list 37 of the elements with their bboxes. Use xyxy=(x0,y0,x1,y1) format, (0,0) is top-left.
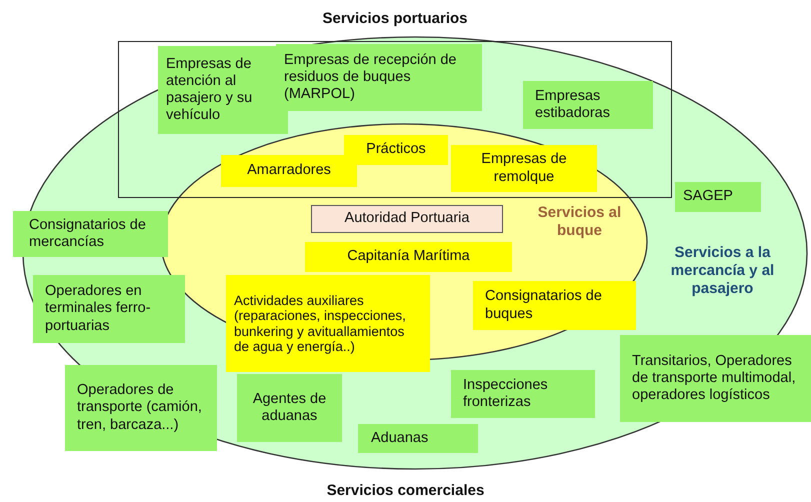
box-text: SAGEP xyxy=(683,188,734,206)
box-text: Inspecciones fronterizas xyxy=(463,376,549,412)
ellipse-label: Servicios al buque xyxy=(536,204,622,240)
box-text: Empresas de atención al pasajero y su vehículo xyxy=(166,56,254,124)
box-text: Capitanía Marítima xyxy=(346,248,471,266)
frame-heading: Servicios portuarios xyxy=(321,10,469,27)
box-text: Consignatarios de buques xyxy=(485,288,603,323)
service-box xyxy=(226,275,430,372)
service-box xyxy=(221,155,357,187)
box-text: Empresas estibadoras xyxy=(535,88,611,122)
box-text: Operadores de transporte (camión, tren, barcaza...) xyxy=(77,382,203,434)
box-text: Agentes de aduanas xyxy=(252,390,328,426)
service-box xyxy=(344,135,448,165)
box-text: Consignatarios de mercancías xyxy=(29,216,147,252)
ellipse-label: Servicios a la mercancía y al pasajero xyxy=(670,244,776,298)
service-box xyxy=(237,374,342,442)
box-text: Empresas de recepción de residuos de buques (MARPOL) xyxy=(284,52,458,104)
service-box xyxy=(675,182,761,212)
box-text: Transitarios, Operadores de transporte multimodal, operadores logísticos xyxy=(632,352,797,404)
service-box xyxy=(276,44,482,111)
service-box xyxy=(13,211,168,257)
box-text: Actividades auxiliares (reparaciones, inspecciones, bunkering y avituallamientos de agua y energía..) xyxy=(234,293,407,354)
box-text: Empresas de remolque xyxy=(480,151,568,186)
box-text: Operadores en terminales ferro-portuarias xyxy=(45,283,152,335)
service-box xyxy=(358,424,478,453)
box-text: Prácticos xyxy=(365,141,427,159)
service-box xyxy=(65,365,217,451)
service-box xyxy=(451,370,595,418)
service-box xyxy=(523,81,653,129)
service-box xyxy=(305,242,512,272)
service-box xyxy=(451,145,597,192)
service-box xyxy=(473,281,636,330)
service-box xyxy=(311,205,503,233)
box-text: Amarradores xyxy=(246,162,332,180)
section-label: Servicios comerciales xyxy=(326,482,486,499)
box-text: Aduanas xyxy=(371,430,430,448)
box-text: Autoridad Portuaria xyxy=(344,210,470,228)
